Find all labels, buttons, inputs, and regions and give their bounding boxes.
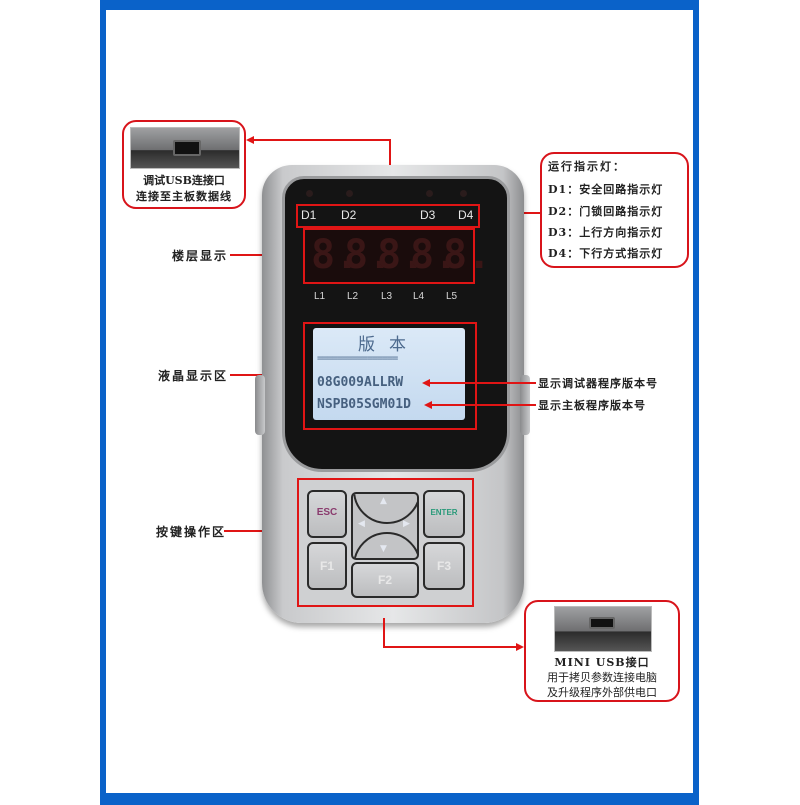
mini-usb-port-photo — [554, 606, 652, 652]
lcd-title: 版本 — [358, 335, 420, 355]
keypad-area-label: 按键操作区 — [156, 525, 227, 539]
indicator-title: 运行指示灯： — [548, 160, 626, 173]
lcd-area-label: 液晶显示区 — [158, 369, 229, 383]
arrow-icon — [246, 136, 254, 144]
floor-label-l3: L3 — [381, 291, 393, 302]
down-arrow-key[interactable]: ▼ — [380, 544, 387, 554]
led-label-d1: D1 — [301, 208, 317, 222]
connector-line — [383, 618, 385, 648]
led-d2 — [346, 190, 353, 197]
connector-line — [252, 139, 390, 141]
right-arrow-key[interactable]: ▶ — [403, 519, 410, 529]
floor-label-l2: L2 — [347, 291, 359, 302]
f3-key-label: F3 — [436, 559, 451, 573]
debug-usb-label-1: 调试USB连接口 — [143, 174, 225, 187]
floor-label-l1: L1 — [314, 291, 326, 302]
debug-usb-callout: 调试USB连接口 连接至主板数据线 — [122, 120, 246, 209]
f1-key-label: F1 — [319, 559, 334, 573]
segment-digit: 8. — [443, 232, 492, 278]
connector-line — [430, 404, 536, 406]
led-label-d2: D2 — [341, 208, 357, 222]
led-d4 — [460, 190, 467, 197]
mini-usb-label-1: MINI USB接口 — [554, 656, 650, 669]
arrow-icon — [516, 643, 524, 651]
led-d3 — [426, 190, 433, 197]
lcd-display-area: 版本 ================ 08G009ALLRW NSPB05SG… — [303, 322, 477, 430]
segment-digit: 8. — [311, 232, 360, 278]
indicator-d4: D4：下行方式指示灯 — [548, 247, 664, 260]
enter-key[interactable]: ENTER — [423, 490, 465, 538]
segment-digit: 8. — [377, 232, 426, 278]
dpad[interactable]: ▲ ▼ ◀ ▶ — [351, 492, 419, 560]
f1-key[interactable]: F1 — [307, 542, 347, 590]
debugger-version-label: 显示调试器程序版本号 — [538, 377, 658, 390]
connector-line — [428, 382, 536, 384]
arrow-icon — [422, 379, 430, 387]
lcd-mainboard-version: NSPB05SGM01D — [317, 397, 411, 412]
lcd-screen: 版本 ================ 08G009ALLRW NSPB05SG… — [313, 328, 465, 420]
floor-label-l4: L4 — [413, 291, 425, 302]
lcd-debugger-version: 08G009ALLRW — [317, 375, 404, 390]
mainboard-version-label: 显示主板程序版本号 — [538, 399, 646, 412]
mini-usb-port-icon — [589, 617, 615, 629]
debug-usb-label-2: 连接至主板数据线 — [136, 190, 232, 203]
connector-line — [389, 139, 391, 169]
esc-key-label: ESC — [316, 507, 338, 518]
segment-digit: 8. — [344, 232, 393, 278]
f2-key[interactable]: F2 — [351, 562, 419, 598]
connector-line — [224, 530, 292, 532]
mini-usb-label-2: 用于拷贝参数连接电脑 — [547, 671, 657, 684]
f2-key-label: F2 — [377, 573, 392, 587]
esc-key[interactable]: ESC — [307, 490, 347, 538]
led-label-d4: D4 — [458, 208, 474, 222]
side-button-left — [255, 375, 265, 435]
f3-key[interactable]: F3 — [423, 542, 465, 590]
led-d1 — [306, 190, 313, 197]
lcd-separator: ================ — [317, 353, 398, 364]
led-indicator-row: D1 D2 D3 D4 — [296, 190, 480, 228]
floor-label-l5: L5 — [446, 291, 458, 302]
mini-usb-label-3: 及升级程序外部供电口 — [547, 686, 657, 699]
indicator-d3: D3：上行方向指示灯 — [548, 226, 664, 239]
indicator-d1: D1：安全回路指示灯 — [548, 183, 664, 196]
enter-key-label: ENTER — [430, 508, 458, 517]
floor-segment-display: 8. 8. 8. 8. 8. — [303, 228, 492, 284]
indicator-d2: D2：门锁回路指示灯 — [548, 205, 664, 218]
segment-digit: 8. — [410, 232, 459, 278]
mini-usb-callout: MINI USB接口 用于拷贝参数连接电脑 及升级程序外部供电口 — [524, 600, 680, 702]
usb-port-photo — [130, 127, 240, 169]
up-arrow-key[interactable]: ▲ — [380, 496, 387, 506]
floor-display-label: 楼层显示 — [172, 249, 229, 263]
usb-port-icon — [173, 140, 201, 156]
arrow-icon — [424, 401, 432, 409]
connector-line — [383, 646, 517, 648]
left-arrow-key[interactable]: ◀ — [358, 519, 365, 529]
keypad-area: ESC ▲ ▼ ◀ ▶ ENTER F1 F2 F3 — [297, 478, 474, 607]
led-label-d3: D3 — [420, 208, 436, 222]
indicator-lights-callout: 运行指示灯： D1：安全回路指示灯 D2：门锁回路指示灯 D3：上行方向指示灯 … — [540, 152, 689, 268]
